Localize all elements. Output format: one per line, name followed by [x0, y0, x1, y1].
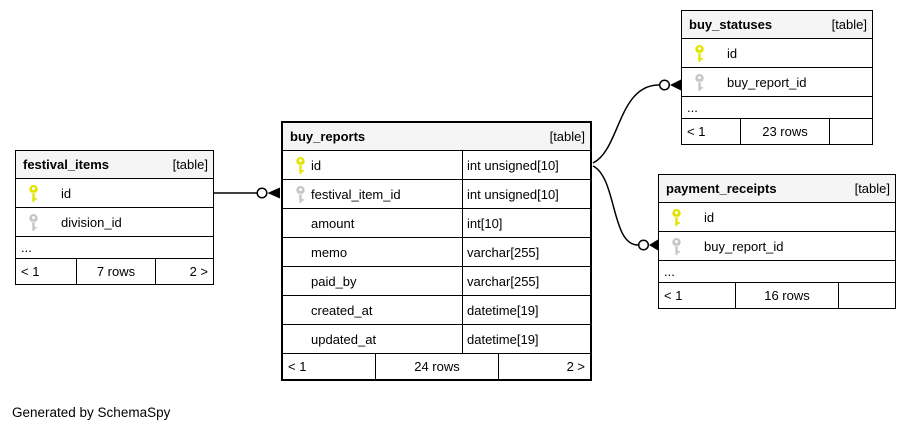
column-row: id int unsigned[10] — [283, 151, 590, 180]
primary-key-icon — [671, 208, 682, 226]
column-name-cell: amount — [283, 209, 463, 237]
column-row: id — [16, 179, 213, 208]
column-row: buy_report_id — [659, 232, 895, 261]
foreign-key-icon — [295, 185, 306, 203]
table-header: buy_statuses [table] — [682, 11, 872, 39]
table-festival-items[interactable]: festival_items [table] id division_id ..… — [15, 150, 214, 285]
table-name: buy_reports — [290, 129, 366, 144]
column-type: datetime[19] — [467, 331, 539, 347]
pager-prev[interactable]: < 1 — [21, 264, 40, 279]
hidden-columns-ellipsis: ... — [16, 237, 213, 259]
pager-next[interactable] — [838, 283, 895, 308]
column-row: festival_item_id int unsigned[10] — [283, 180, 590, 209]
column-name: updated_at — [311, 331, 377, 347]
column-name: festival_item_id — [311, 186, 401, 202]
primary-key-icon — [694, 44, 705, 62]
column-type: int unsigned[10] — [467, 186, 559, 202]
pager-row-count: 23 rows — [740, 119, 829, 144]
pager-row-count: 16 rows — [735, 283, 838, 308]
column-row: amount int[10] — [283, 209, 590, 238]
column-name: id — [727, 45, 738, 61]
column-row: id — [682, 39, 872, 68]
table-type-tag: [table] — [854, 181, 890, 196]
hidden-columns-ellipsis: ... — [659, 261, 895, 283]
table-header: festival_items [table] — [16, 151, 213, 179]
hidden-columns-ellipsis: ... — [682, 97, 872, 119]
edge-buy-reports-to-buy-statuses — [592, 79, 681, 164]
table-name: festival_items — [23, 157, 109, 172]
column-type: datetime[19] — [467, 302, 539, 318]
zero-or-one-circle — [637, 239, 650, 251]
column-type: int[10] — [467, 215, 503, 231]
column-row: paid_by varchar[255] — [283, 267, 590, 296]
column-name-cell: id — [283, 151, 463, 179]
table-payment-receipts[interactable]: payment_receipts [table] id buy_report_i… — [658, 174, 896, 309]
column-name-cell: festival_item_id — [283, 180, 463, 208]
column-name-cell: updated_at — [283, 325, 463, 353]
pager-next[interactable]: 2 > — [498, 354, 590, 379]
pager-row-count: 7 rows — [76, 259, 155, 284]
column-type: int unsigned[10] — [467, 157, 559, 173]
table-pager: < 1 24 rows 2 > — [283, 354, 590, 379]
table-buy-reports[interactable]: buy_reports [table] id int unsigned[10] … — [281, 121, 592, 381]
primary-key-icon — [295, 156, 306, 174]
column-row: buy_report_id — [682, 68, 872, 97]
column-row: updated_at datetime[19] — [283, 325, 590, 354]
column-name-cell: paid_by — [283, 267, 463, 295]
generator-credit: Generated by SchemaSpy — [12, 405, 171, 420]
edge-buy-reports-to-payment-receipts — [592, 165, 658, 251]
table-name: buy_statuses — [689, 17, 773, 32]
table-pager: < 1 23 rows — [682, 119, 872, 144]
primary-key-icon — [28, 184, 39, 202]
pager-prev[interactable]: < 1 — [288, 359, 307, 374]
foreign-key-icon — [694, 73, 705, 91]
table-name: payment_receipts — [666, 181, 777, 196]
column-name: paid_by — [311, 273, 357, 289]
zero-or-one-circle — [256, 187, 268, 199]
zero-or-one-circle — [658, 79, 671, 91]
column-name: id — [61, 185, 72, 201]
foreign-key-icon — [28, 213, 39, 231]
column-name-cell: memo — [283, 238, 463, 266]
column-row: id — [659, 203, 895, 232]
column-name: amount — [311, 215, 355, 231]
column-name: division_id — [61, 214, 122, 230]
table-header: payment_receipts [table] — [659, 175, 895, 203]
table-type-tag: [table] — [831, 17, 867, 32]
fk-arrowhead — [649, 239, 658, 251]
edge-festival-items-to-buy-reports — [214, 187, 280, 199]
table-type-tag: [table] — [172, 157, 208, 172]
table-type-tag: [table] — [549, 129, 585, 144]
pager-prev[interactable]: < 1 — [687, 124, 706, 139]
foreign-key-icon — [671, 237, 682, 255]
fk-arrowhead — [267, 187, 280, 199]
column-name: buy_report_id — [704, 238, 784, 254]
column-name: memo — [311, 244, 348, 260]
column-name: created_at — [311, 302, 373, 318]
fk-arrowhead — [670, 79, 681, 91]
column-name: id — [704, 209, 715, 225]
column-type: varchar[255] — [467, 273, 540, 289]
table-pager: < 1 7 rows 2 > — [16, 259, 213, 284]
pager-next[interactable] — [829, 119, 872, 144]
column-row: created_at datetime[19] — [283, 296, 590, 325]
table-header: buy_reports [table] — [283, 123, 590, 151]
column-type: varchar[255] — [467, 244, 540, 260]
column-name: id — [311, 157, 322, 173]
pager-next[interactable]: 2 > — [155, 259, 213, 284]
pager-prev[interactable]: < 1 — [664, 288, 683, 303]
column-row: division_id — [16, 208, 213, 237]
table-pager: < 1 16 rows — [659, 283, 895, 308]
table-buy-statuses[interactable]: buy_statuses [table] id buy_report_id ..… — [681, 10, 873, 145]
column-name-cell: created_at — [283, 296, 463, 324]
column-name: buy_report_id — [727, 74, 807, 90]
column-row: memo varchar[255] — [283, 238, 590, 267]
pager-row-count: 24 rows — [375, 354, 498, 379]
